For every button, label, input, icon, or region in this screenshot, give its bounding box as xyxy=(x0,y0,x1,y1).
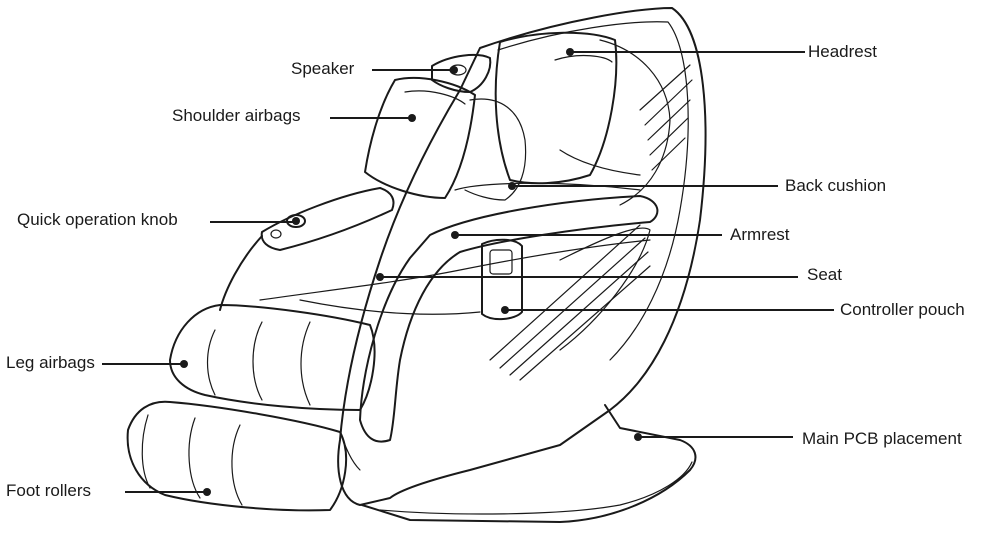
seat-shape xyxy=(259,239,651,301)
label-quick-operation-knob: Quick operation knob xyxy=(17,210,178,229)
speaker-shape xyxy=(431,53,492,93)
shoulder-airbag-shape xyxy=(364,77,476,199)
label-shoulder-airbags: Shoulder airbags xyxy=(172,106,301,125)
label-speaker: Speaker xyxy=(291,59,355,78)
headrest-shape xyxy=(494,31,618,185)
chair-base xyxy=(361,404,697,523)
label-main-pcb-placement: Main PCB placement xyxy=(802,429,962,448)
foot-roller-shape xyxy=(126,400,347,512)
label-armrest: Armrest xyxy=(730,225,790,244)
label-controller-pouch: Controller pouch xyxy=(840,300,965,319)
label-seat: Seat xyxy=(807,265,842,284)
controller-pouch-shape xyxy=(481,238,523,320)
back-cushion-shape xyxy=(464,98,527,201)
leg-airbag-shape xyxy=(169,304,376,411)
label-back-cushion: Back cushion xyxy=(785,176,887,195)
label-headrest: Headrest xyxy=(808,42,877,61)
label-leg-airbags: Leg airbags xyxy=(6,353,95,372)
label-foot-rollers: Foot rollers xyxy=(6,481,92,500)
left-armrest-rail xyxy=(260,187,395,251)
outer-shell xyxy=(337,7,707,506)
